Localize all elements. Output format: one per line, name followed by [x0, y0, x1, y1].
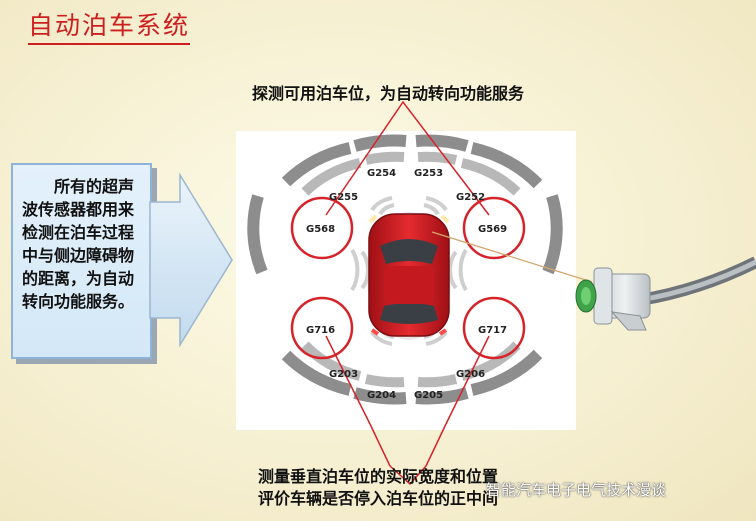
- sensor-label-g254: G254: [367, 168, 396, 179]
- sensor-circle-g716: [290, 296, 354, 360]
- sensor-label-g253: G253: [414, 168, 443, 179]
- sensor-circle-g717: [462, 296, 526, 360]
- sensor-label-g717: G717: [478, 325, 507, 336]
- slide-title: 自动泊车系统: [28, 6, 191, 45]
- ultrasonic-field-arcs: [247, 134, 563, 405]
- bottom-caption-line-2: 评价车辆是否停入泊车位的正中间: [258, 489, 499, 508]
- sensor-label-g203: G203: [329, 369, 358, 380]
- sensor-label-g255: G255: [329, 192, 358, 203]
- sensor-label-g252: G252: [456, 192, 485, 203]
- car-graphic: [367, 212, 451, 340]
- sensor-label-g569: G569: [478, 224, 507, 235]
- sensor-label-g716: G716: [306, 325, 335, 336]
- red-diamond-outline: [325, 100, 490, 486]
- connector-pointer-line: [431, 231, 593, 283]
- bottom-caption: 测量垂直泊车位的实际宽度和位置 评价车辆是否停入泊车位的正中间: [258, 466, 498, 510]
- sensor-circle-g568: [290, 196, 354, 260]
- side-text-box: 所有的超声波传感器都用来检测在泊车过程中与侧边障碍物的距离，为自动转向功能服务。: [11, 163, 152, 359]
- sensor-label-g206: G206: [456, 369, 485, 380]
- sensor-label-g204: G204: [367, 390, 396, 401]
- bottom-caption-line-1: 测量垂直泊车位的实际宽度和位置: [258, 467, 499, 486]
- sensor-label-g205: G205: [414, 390, 443, 401]
- ultrasonic-sensor-connector: [575, 256, 756, 331]
- sensor-circle-g569: [462, 196, 526, 260]
- pointer-arrow: [149, 172, 233, 348]
- watermark: 智能汽车电子电气技术漫谈: [486, 481, 667, 499]
- top-caption: 探测可用泊车位，为自动转向功能服务: [252, 84, 525, 103]
- sensor-label-g568: G568: [306, 224, 335, 235]
